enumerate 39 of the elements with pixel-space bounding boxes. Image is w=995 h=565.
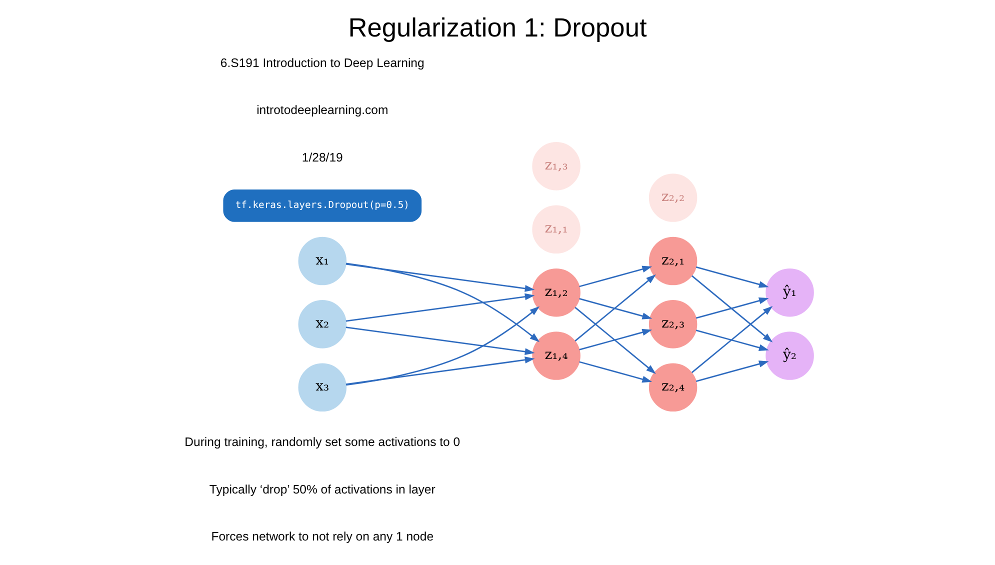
diagram-title: Regularization 1: Dropout bbox=[348, 12, 647, 42]
node-circle: z₂,₂ bbox=[648, 174, 698, 222]
label: 1/28/19 bbox=[302, 150, 343, 165]
arrow bbox=[346, 293, 535, 322]
arrow bbox=[574, 274, 656, 342]
arrow bbox=[579, 329, 652, 350]
label: introtodeeplearning.com bbox=[256, 103, 388, 118]
arrow bbox=[696, 330, 769, 351]
label: 6.S191 Introduction to Deep Learning bbox=[220, 56, 424, 70]
node-circle: ŷ₂ bbox=[766, 332, 814, 380]
node-box: tf.keras.layers.Dropout(p=0.5) bbox=[223, 189, 422, 222]
arrow bbox=[696, 297, 769, 319]
arrow bbox=[346, 356, 535, 385]
arrow bbox=[574, 306, 656, 374]
arrow bbox=[346, 263, 535, 292]
node-circle: z₁,₃ bbox=[532, 142, 580, 190]
node-circle: z₁,₂ bbox=[532, 268, 580, 317]
node-circle: ŷ₁ bbox=[766, 268, 814, 317]
arrow bbox=[691, 306, 773, 374]
node-circle: x₂ bbox=[298, 300, 347, 348]
label: Typically ‘drop’ 50% of activations in layer bbox=[209, 482, 436, 496]
node-circle: x₁ bbox=[298, 236, 347, 286]
arrow bbox=[691, 275, 773, 342]
arrow bbox=[346, 262, 540, 342]
arrow bbox=[579, 266, 652, 288]
node-circle: z₂,₄ bbox=[648, 363, 698, 412]
arrow bbox=[579, 361, 652, 383]
label: Forces network to not rely on any 1 node bbox=[211, 530, 434, 544]
node-circle: x₃ bbox=[298, 363, 347, 412]
arrow bbox=[696, 266, 769, 288]
arrow bbox=[346, 326, 535, 356]
node-circle: z₁,₁ bbox=[532, 205, 580, 254]
arrow bbox=[696, 360, 769, 382]
arrow bbox=[346, 306, 540, 386]
label: During training, randomly set some activations to 0 bbox=[184, 434, 460, 449]
arrow bbox=[579, 298, 652, 320]
node-circle: z₂,₁ bbox=[648, 236, 698, 286]
node-circle: z₂,₃ bbox=[648, 300, 698, 348]
node-circle: z₁,₄ bbox=[532, 332, 580, 380]
